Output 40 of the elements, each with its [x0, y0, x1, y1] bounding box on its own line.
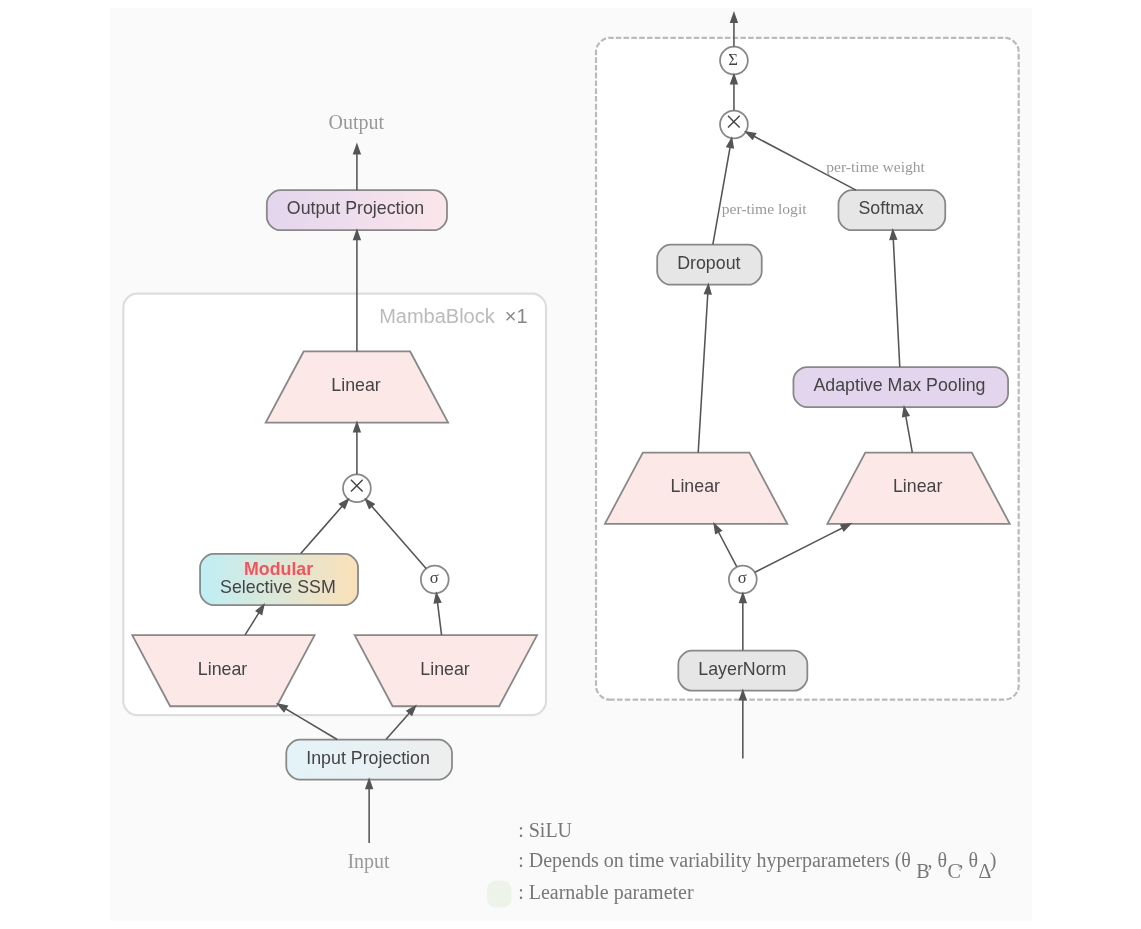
node-circle: σ	[727, 564, 758, 595]
arrow	[432, 591, 442, 636]
node-box: Output Projection	[265, 189, 448, 232]
arrow	[888, 227, 901, 368]
legend-label: : Learnable parameter	[517, 881, 694, 904]
arrow	[364, 777, 373, 844]
arrow	[275, 703, 338, 741]
node-text: Input	[346, 849, 390, 872]
node-circle: ⨉	[718, 109, 749, 140]
node-box: Softmax	[837, 189, 946, 232]
arrow	[352, 228, 361, 353]
arrow	[384, 704, 417, 741]
arrow	[696, 282, 712, 454]
arrow	[729, 72, 738, 112]
arrow	[352, 142, 361, 191]
arrow	[363, 497, 427, 570]
arrow	[299, 497, 350, 555]
arrow	[743, 131, 857, 191]
arrow	[738, 591, 747, 651]
node-box: LayerNorm	[676, 649, 808, 692]
arrow	[352, 420, 361, 475]
node-label: ×1	[504, 304, 528, 327]
legend-label: : SiLU	[517, 818, 572, 841]
arrow	[753, 522, 852, 573]
arrow	[738, 688, 747, 760]
arrow	[901, 405, 913, 454]
node-text: Output	[328, 111, 384, 134]
node-circle: ⨉	[341, 473, 372, 504]
edge-label: per-time logit	[721, 200, 807, 218]
arrow	[711, 136, 734, 246]
node-box: Dropout	[655, 243, 763, 286]
arrow	[243, 603, 265, 636]
node-box: Adaptive Max Pooling	[792, 366, 1009, 408]
node-circle: σ	[419, 564, 450, 595]
node-box: Input Projection	[284, 738, 453, 781]
arrow	[712, 521, 737, 568]
node-box: Modular Selective SSM	[198, 553, 359, 606]
edge-label: per-time weight	[825, 157, 925, 175]
arrow	[729, 11, 738, 48]
node-circle: Σ	[718, 45, 749, 76]
